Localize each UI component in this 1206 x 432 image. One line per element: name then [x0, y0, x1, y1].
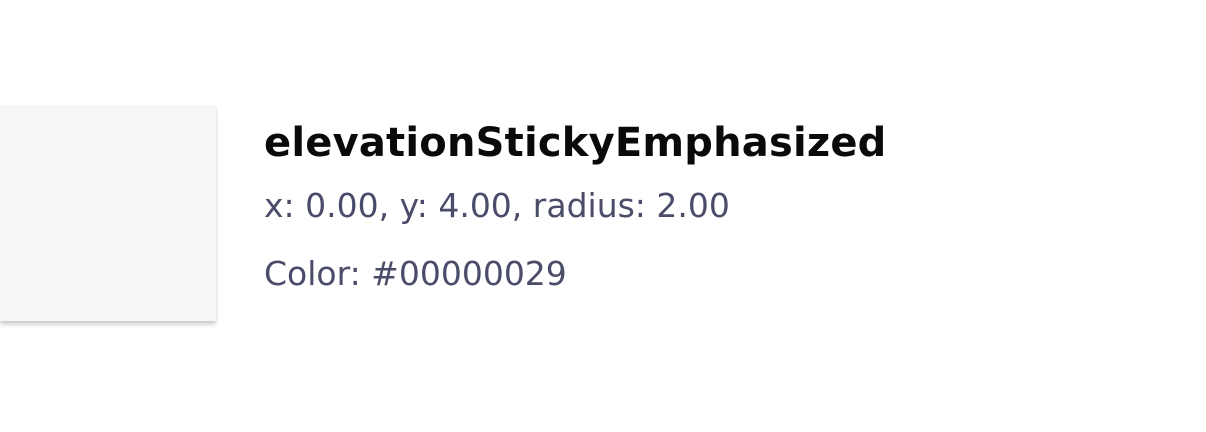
- token-color: Color: #00000029: [264, 254, 567, 293]
- token-info: elevationStickyEmphasized x: 0.00, y: 4.…: [264, 114, 887, 308]
- token-offset-radius: x: 0.00, y: 4.00, radius: 2.00: [264, 186, 730, 225]
- elevation-preview-swatch: [0, 105, 216, 321]
- token-name: elevationStickyEmphasized: [264, 120, 887, 166]
